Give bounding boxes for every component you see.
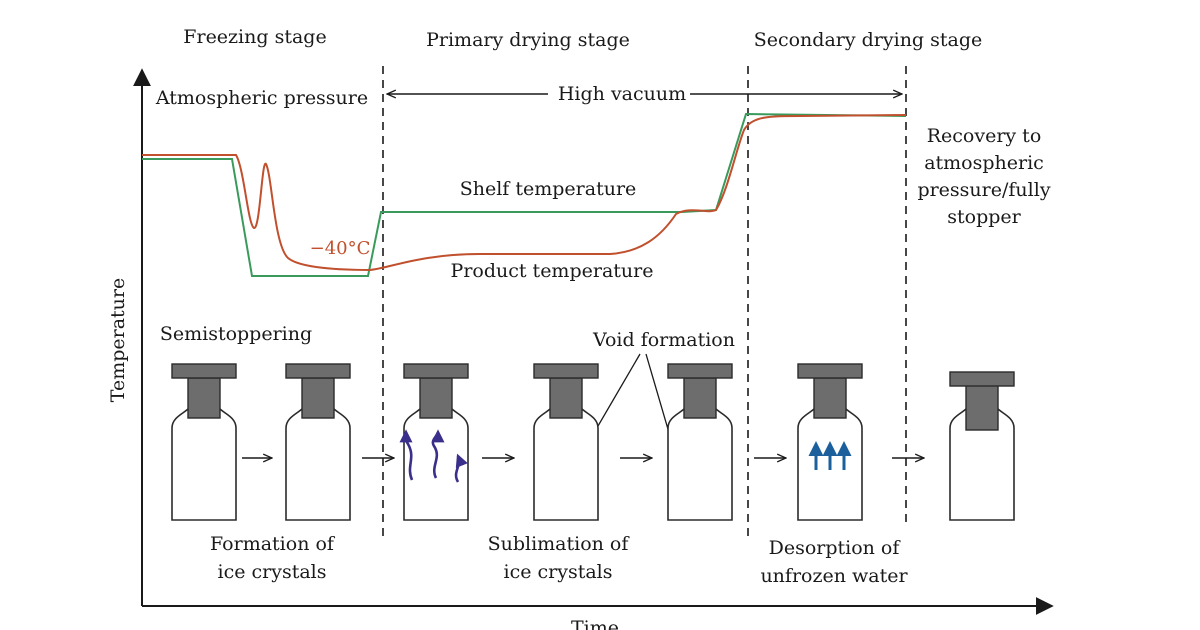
vial-1 bbox=[171, 363, 237, 521]
desorption-caption-1: Desorption of bbox=[769, 537, 902, 559]
product-temperature-line bbox=[142, 114, 907, 272]
sublimation-caption-1: Sublimation of bbox=[488, 533, 631, 555]
stopper-plug bbox=[419, 377, 453, 419]
recovery-line-4: stopper bbox=[947, 206, 1021, 228]
stopper-cap bbox=[403, 363, 469, 379]
primary-stage-title: Primary drying stage bbox=[426, 29, 630, 51]
vials-group bbox=[171, 363, 1015, 521]
stopper-plug bbox=[187, 377, 221, 419]
stopper-cap bbox=[285, 363, 351, 379]
stopper-cap bbox=[171, 363, 237, 379]
stopper-plug bbox=[813, 377, 847, 419]
stopper-cap bbox=[949, 371, 1015, 387]
vial-5 bbox=[667, 363, 733, 521]
x-axis-label: Time bbox=[571, 617, 619, 630]
vapor-arrow-icon bbox=[399, 429, 414, 481]
stopper-plug bbox=[301, 377, 335, 419]
vial-7 bbox=[949, 371, 1015, 521]
high-vacuum-label: High vacuum bbox=[558, 83, 686, 105]
stopper-cap bbox=[797, 363, 863, 379]
freezing-stage-title: Freezing stage bbox=[183, 26, 326, 48]
vial-3 bbox=[399, 363, 469, 521]
desorption-caption-2: unfrozen water bbox=[760, 565, 908, 587]
product-temperature-label: Product temperature bbox=[451, 260, 654, 282]
stopper-plug bbox=[965, 383, 999, 431]
vapor-arrow-icon bbox=[454, 453, 468, 483]
vial-4 bbox=[533, 363, 599, 521]
y-axis-label: Temperature bbox=[107, 278, 129, 402]
shelf-temperature-label: Shelf temperature bbox=[460, 178, 637, 200]
formation-caption-1: Formation of bbox=[210, 533, 336, 555]
minus-40-label: −40°C bbox=[310, 238, 371, 259]
secondary-stage-title: Secondary drying stage bbox=[754, 29, 983, 51]
recovery-line-1: Recovery to bbox=[927, 125, 1042, 147]
stopper-cap bbox=[533, 363, 599, 379]
vial-2 bbox=[285, 363, 351, 521]
stopper-plug bbox=[683, 377, 717, 419]
sublimation-caption-2: ice crystals bbox=[504, 561, 613, 583]
recovery-line-3: pressure/fully bbox=[917, 179, 1050, 201]
semistoppering-label: Semistoppering bbox=[160, 323, 312, 345]
shelf-temperature-line bbox=[142, 112, 907, 277]
stopper-cap bbox=[667, 363, 733, 379]
vial-6 bbox=[797, 363, 863, 521]
void-formation-label: Void formation bbox=[592, 329, 735, 351]
vapor-arrow-icon bbox=[431, 429, 445, 479]
formation-caption-2: ice crystals bbox=[218, 561, 327, 583]
recovery-line-2: atmospheric bbox=[924, 152, 1044, 174]
atmospheric-pressure-label: Atmospheric pressure bbox=[155, 87, 368, 109]
stopper-plug bbox=[549, 377, 583, 419]
